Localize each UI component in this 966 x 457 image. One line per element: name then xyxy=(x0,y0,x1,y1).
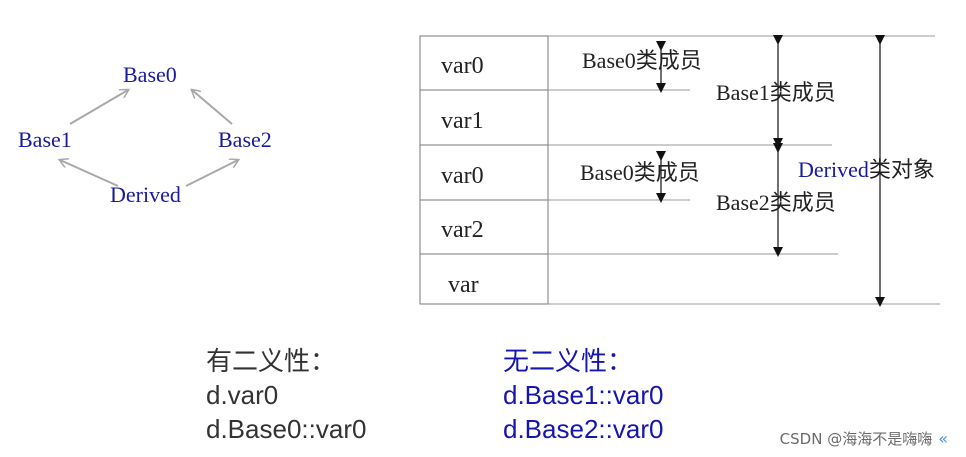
ambiguous-line: d.Base0::var0 xyxy=(206,414,367,444)
unambiguous-line: d.Base1::var0 xyxy=(503,380,664,410)
arrow-base2-to-base0 xyxy=(192,90,233,125)
label-base0-members-2: Base0类成员 xyxy=(580,160,700,185)
unambiguous-line: d.Base2::var0 xyxy=(503,414,664,444)
ambiguous-heading: 有二义性： xyxy=(206,346,337,376)
member-labels: Base0类成员 Base1类成员 Base0类成员 Base2类成员 Deri… xyxy=(580,48,935,215)
table-cell: var0 xyxy=(441,163,484,189)
unambiguous-heading: 无二义性： xyxy=(503,346,634,376)
table-cell: var1 xyxy=(441,108,484,134)
class-base2: Base2 xyxy=(218,127,272,152)
unambiguous-block: 无二义性： d.Base1::var0 d.Base2::var0 xyxy=(503,344,663,446)
arrow-derived-to-base1 xyxy=(60,160,119,187)
label-base0-members: Base0类成员 xyxy=(582,48,702,73)
memory-layout-table: var0 var1 var0 var2 var xyxy=(419,35,549,305)
ambiguous-block: 有二义性： d.var0 d.Base0::var0 xyxy=(206,344,366,446)
label-base1-members: Base1类成员 xyxy=(716,80,836,105)
class-base1: Base1 xyxy=(18,127,72,152)
ambiguous-line: d.var0 xyxy=(206,380,279,410)
watermark-text: CSDN @海海不是嗨嗨 xyxy=(779,430,933,448)
arrow-derived-to-base2 xyxy=(185,160,238,187)
inheritance-diagram: Base0 Base1 Base2 Derived xyxy=(18,62,272,207)
class-base0: Base0 xyxy=(123,62,177,87)
boundary-guides xyxy=(548,35,940,305)
label-derived-name: Derived xyxy=(798,157,869,182)
arrow-base1-to-base0 xyxy=(69,90,128,125)
label-derived-suffix: 类对象 xyxy=(869,157,935,182)
table-cell: var0 xyxy=(441,53,484,79)
chevron-left-icon[interactable]: « xyxy=(938,429,948,448)
table-frame xyxy=(419,35,549,305)
table-cell: var xyxy=(448,272,479,298)
label-derived-object: Derived类对象 xyxy=(798,157,935,182)
class-derived: Derived xyxy=(110,182,181,207)
label-base2-members: Base2类成员 xyxy=(716,190,836,215)
table-cell: var2 xyxy=(441,217,484,243)
watermark: CSDN @海海不是嗨嗨 « xyxy=(780,428,948,449)
dimension-arrows xyxy=(656,35,885,307)
